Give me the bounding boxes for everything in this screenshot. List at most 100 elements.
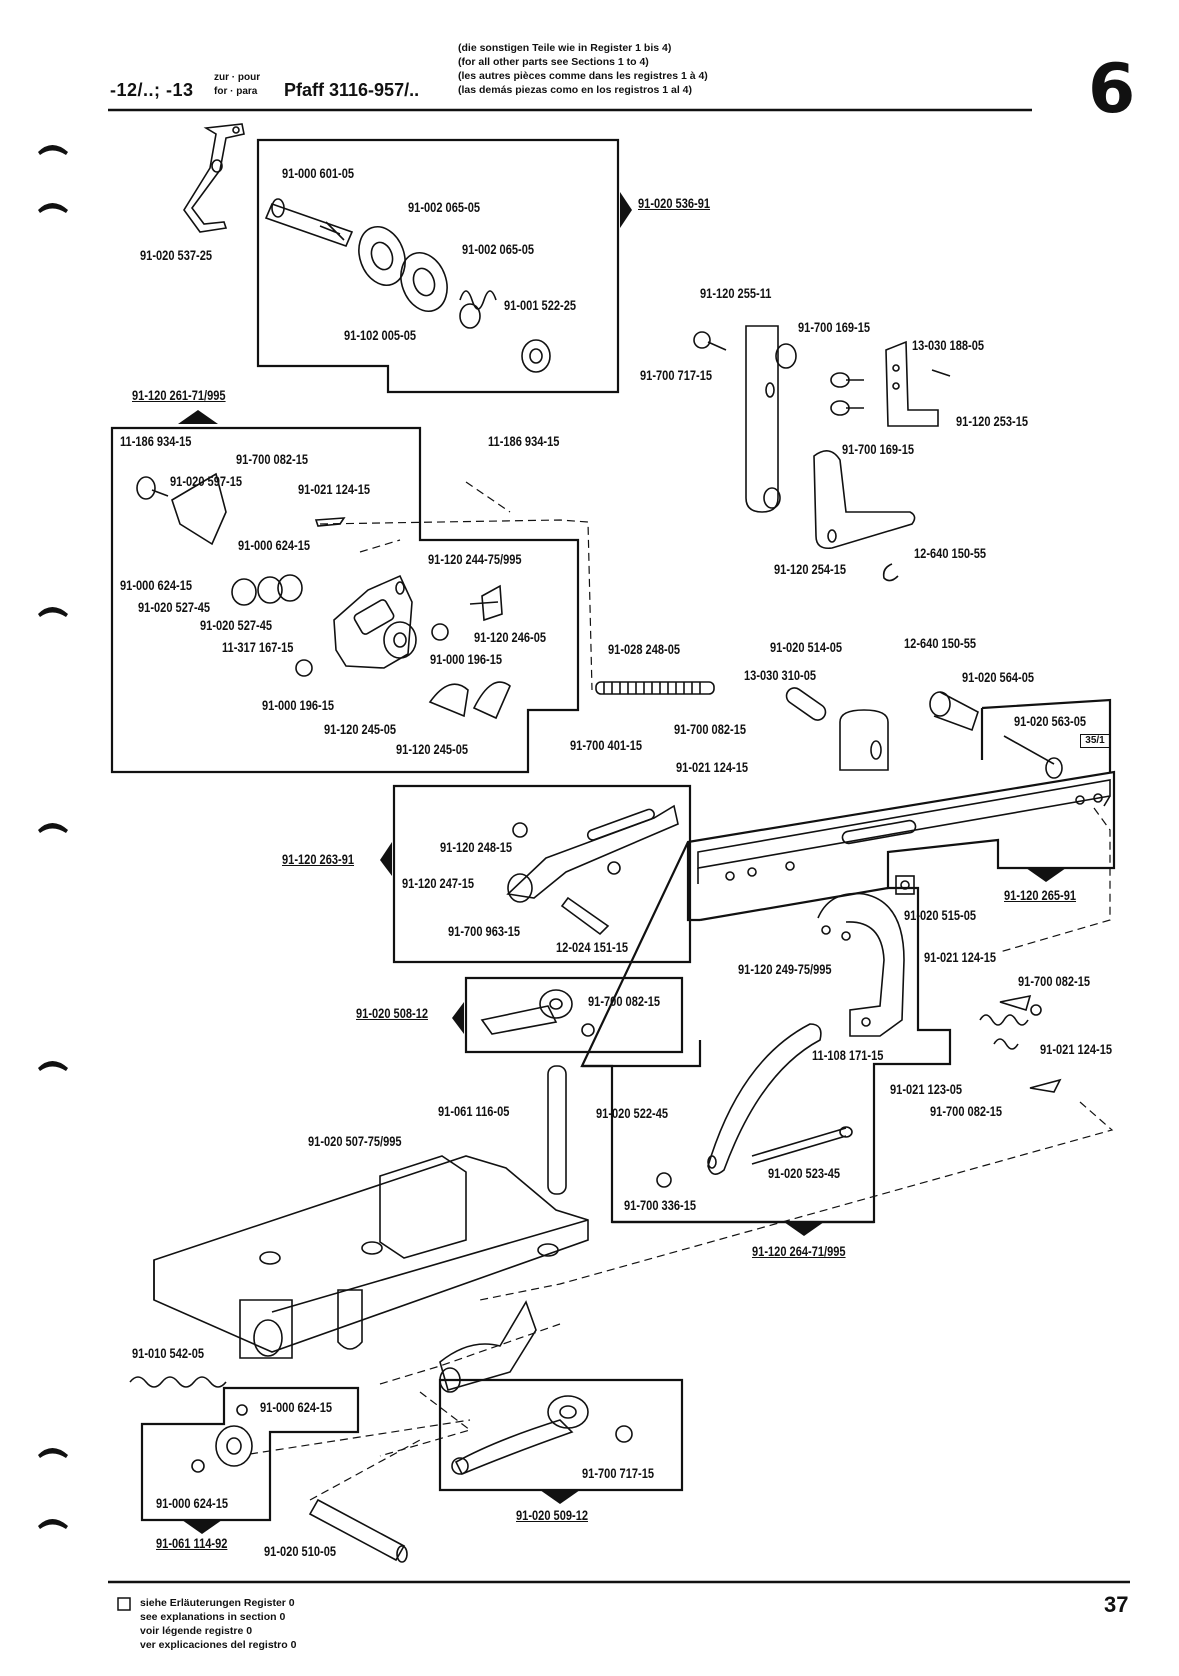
part-label-assembly: 91-020 508-12 (356, 1006, 429, 1021)
spring-005-05 (459, 290, 497, 310)
part-label: 91-700 082-15 (236, 452, 309, 467)
footer-note-es: ver explicaciones del registro 0 (140, 1639, 297, 1651)
shaft-116-05 (547, 1065, 567, 1195)
part-label: 91-020 510-05 (264, 1544, 337, 1559)
pointer-508-12 (452, 1002, 464, 1034)
header-note-de: (die sonstigen Teile wie in Register 1 b… (458, 42, 672, 54)
part-label: 91-700 082-15 (674, 722, 747, 737)
legend-box-icon (117, 1597, 131, 1611)
part-label: 91-021 124-15 (676, 760, 749, 775)
part-label: 91-700 082-15 (930, 1104, 1003, 1119)
part-label: 91-120 245-05 (324, 722, 397, 737)
part-label: 91-021 124-15 (924, 950, 997, 965)
page-number: 37 (1104, 1592, 1129, 1617)
part-label: 91-120 246-05 (474, 630, 547, 645)
part-label-assembly: 91-120 263-91 (282, 852, 355, 867)
part-label: 91-020 522-45 (596, 1106, 669, 1121)
section-number: 6 (1088, 50, 1136, 129)
part-label: 91-020 563-05 (1014, 714, 1087, 729)
part-label: 12-640 150-55 (904, 636, 977, 651)
part-label: 11-317 167-15 (222, 640, 294, 655)
part-label: 11-186 934-15 (488, 434, 560, 449)
part-label: 91-700 082-15 (588, 994, 661, 1009)
part-label: 91-000 624-15 (156, 1496, 229, 1511)
part-label: 91-000 196-15 (430, 652, 503, 667)
part-label: 91-000 196-15 (262, 698, 335, 713)
footer-note-fr: voir légende registre 0 (140, 1625, 253, 1637)
pointer-261-71 (178, 410, 218, 424)
bushing-514-05 (839, 709, 889, 771)
pointer-536-91 (620, 192, 632, 228)
part-label: 91-020 527-45 (200, 618, 273, 633)
part-label: 91-700 082-15 (1018, 974, 1091, 989)
part-label: 91-021 123-05 (890, 1082, 963, 1097)
pointer-509-12 (540, 1490, 580, 1504)
part-label-assembly: 91-120 264-71/995 (752, 1244, 846, 1259)
part-label: 91-000 624-15 (238, 538, 311, 553)
bracket-249-75 (817, 892, 905, 1037)
part-label: 91-120 245-05 (396, 742, 469, 757)
part-label: 91-000 624-15 (120, 578, 193, 593)
header-note-es: (las demás piezas como en los registros … (458, 84, 693, 96)
header-note-fr: (les autres pièces comme dans les regist… (458, 70, 708, 82)
spring-542-05 (129, 1376, 227, 1388)
part-label: 91-021 124-15 (298, 482, 371, 497)
part-label: 91-120 248-15 (440, 840, 513, 855)
link-522-45 (707, 1023, 822, 1175)
pointer-263-91 (380, 842, 392, 876)
footer-notes: siehe Erläuterungen Register 0 see expla… (140, 1596, 296, 1652)
part-label: 91-700 717-15 (640, 368, 713, 383)
part-label: 91-120 255-11 (700, 286, 772, 301)
lever-255-11 (745, 325, 779, 513)
part-label: 91-120 247-15 (402, 876, 475, 891)
footer-note-en: see explanations in section 0 (140, 1611, 286, 1623)
disc-065-05-b (400, 252, 448, 312)
part-label: 13-030 310-05 (744, 668, 817, 683)
header-prep-en-es: for · para (214, 86, 258, 97)
part-label: 91-020 507-75/995 (308, 1134, 402, 1149)
shaft-510-05 (308, 1498, 406, 1562)
clip-150-55 (882, 563, 899, 582)
part-label: 91-028 248-05 (608, 642, 681, 657)
footer-note-de: siehe Erläuterungen Register 0 (140, 1597, 295, 1609)
frame-right-group (580, 770, 1116, 1224)
part-label: 91-700 169-15 (798, 320, 871, 335)
part-label-assembly: 91-061 114-92 (156, 1536, 228, 1551)
header-note-en: (for all other parts see Sections 1 to 4… (458, 56, 649, 68)
pointer-061-114 (182, 1520, 222, 1534)
part-label: 91-120 249-75/995 (738, 962, 832, 977)
part-label: 91-102 005-05 (344, 328, 417, 343)
bracket-537-25 (183, 123, 245, 233)
part-label: 91-020 514-05 (770, 640, 843, 655)
frame-tension-group (256, 138, 620, 394)
part-label: 91-120 253-15 (956, 414, 1029, 429)
cam-597-15 (171, 472, 227, 546)
part-label: 91-700 401-15 (570, 738, 643, 753)
part-label: 91-700 336-15 (624, 1198, 697, 1213)
part-label: 91-020 537-25 (140, 248, 213, 263)
part-label: 91-061 116-05 (438, 1104, 510, 1119)
part-label: 91-020 564-05 (962, 670, 1035, 685)
frame-bottom-middle (438, 1378, 684, 1492)
part-label: 91-020 527-45 (138, 600, 211, 615)
part-label-assembly: 91-020 536-91 (638, 196, 711, 211)
part-label: 12-640 150-55 (914, 546, 987, 561)
frame-263-91 (392, 784, 692, 964)
lever-arm (439, 1300, 537, 1391)
part-label: 91-002 065-05 (462, 242, 535, 257)
spring-248-05 (595, 681, 715, 695)
stud-601-05 (264, 202, 354, 248)
housing-244-75 (333, 574, 413, 669)
part-label-assembly: 91-020 509-12 (516, 1508, 589, 1523)
header-prep-de-fr: zur · pour (214, 72, 261, 83)
part-label: 91-002 065-05 (408, 200, 481, 215)
part-label: 91-700 169-15 (842, 442, 915, 457)
header-code: -12/..; -13 (110, 80, 194, 100)
frame-508-12 (464, 976, 684, 1054)
pointer-265-91 (1026, 868, 1066, 882)
binder-hole-marks (38, 145, 68, 1529)
part-label: 91-020 523-45 (768, 1166, 841, 1181)
frame-left-group (110, 426, 580, 774)
part-label: 91-700 963-15 (448, 924, 521, 939)
